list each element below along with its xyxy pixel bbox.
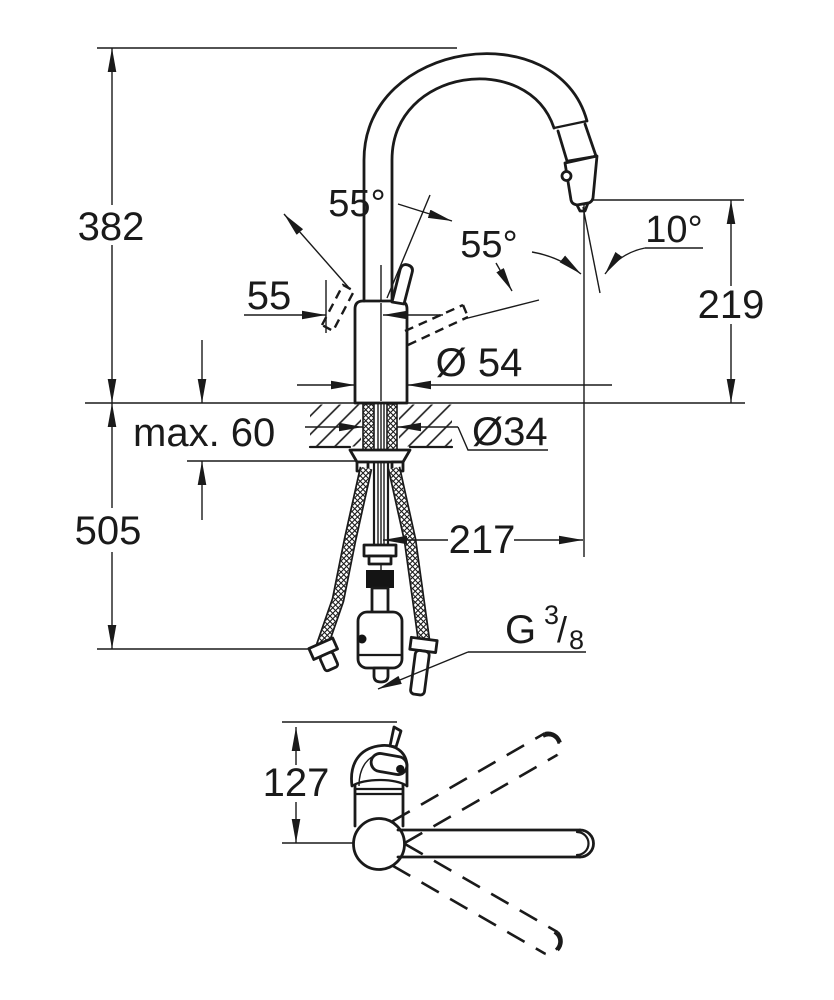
spout-swivel-upper bbox=[391, 731, 563, 845]
plan-view: 127 bbox=[263, 721, 595, 956]
handle-tip bbox=[388, 725, 403, 749]
reference-lines bbox=[85, 47, 745, 650]
dim-217-label: 217 bbox=[449, 518, 516, 562]
dimension-219: 219 bbox=[698, 200, 765, 403]
dimension-382: 382 bbox=[78, 48, 145, 403]
mounting-shank bbox=[348, 403, 412, 547]
dim-127-label: 127 bbox=[263, 761, 330, 805]
spout-swivel-lower bbox=[392, 843, 563, 956]
base-circle bbox=[352, 817, 406, 871]
spray-button-icon bbox=[560, 170, 573, 182]
dim-55-label: 55 bbox=[247, 274, 292, 318]
hose-coupling bbox=[366, 570, 394, 588]
handle-dot-icon bbox=[396, 764, 405, 774]
dimension-max60: max. 60 bbox=[133, 340, 275, 520]
faucet-body bbox=[353, 299, 409, 405]
dimension-thread-g38: G 3 / 8 bbox=[377, 600, 586, 690]
mounting-flange bbox=[348, 448, 412, 464]
lever-position-right bbox=[404, 303, 470, 347]
supply-hose-left bbox=[307, 466, 373, 673]
lever-handle bbox=[390, 263, 414, 306]
spout-plan bbox=[396, 828, 595, 859]
dimension-55: 55 bbox=[244, 274, 443, 333]
dimension-angle55-left: 55° bbox=[283, 183, 453, 299]
spout bbox=[362, 52, 598, 303]
dim-dia34-label: Ø34 bbox=[472, 410, 548, 454]
dim-219-label: 219 bbox=[698, 283, 765, 327]
dim-505-label: 505 bbox=[75, 509, 142, 553]
dimension-angle55-right: 55° bbox=[460, 224, 540, 320]
side-view: 382 505 max. 60 55 Ø 54 Ø34 bbox=[75, 47, 765, 697]
dim-angle10-label: 10° bbox=[645, 209, 702, 251]
dim-angle55-right-label: 55° bbox=[460, 224, 517, 266]
lever-position-left bbox=[320, 283, 356, 333]
handle-plan bbox=[350, 725, 409, 828]
dim-dia54-label: Ø 54 bbox=[436, 341, 523, 385]
dim-thread-label: G 3 / 8 bbox=[505, 600, 584, 655]
dimension-dia54: Ø 54 bbox=[297, 341, 612, 390]
dimension-505: 505 bbox=[75, 403, 142, 649]
dimension-127: 127 bbox=[263, 727, 330, 843]
dim-angle55-left-label: 55° bbox=[328, 183, 385, 225]
dim-382-label: 382 bbox=[78, 205, 145, 249]
pullout-hose-assembly bbox=[356, 543, 404, 684]
dimension-217: 217 bbox=[383, 518, 583, 562]
dimension-angle10: 10° bbox=[531, 205, 703, 557]
dimension-dia34: Ø34 bbox=[305, 410, 548, 454]
dim-max60-label: max. 60 bbox=[133, 411, 275, 455]
spray-head bbox=[560, 154, 599, 213]
